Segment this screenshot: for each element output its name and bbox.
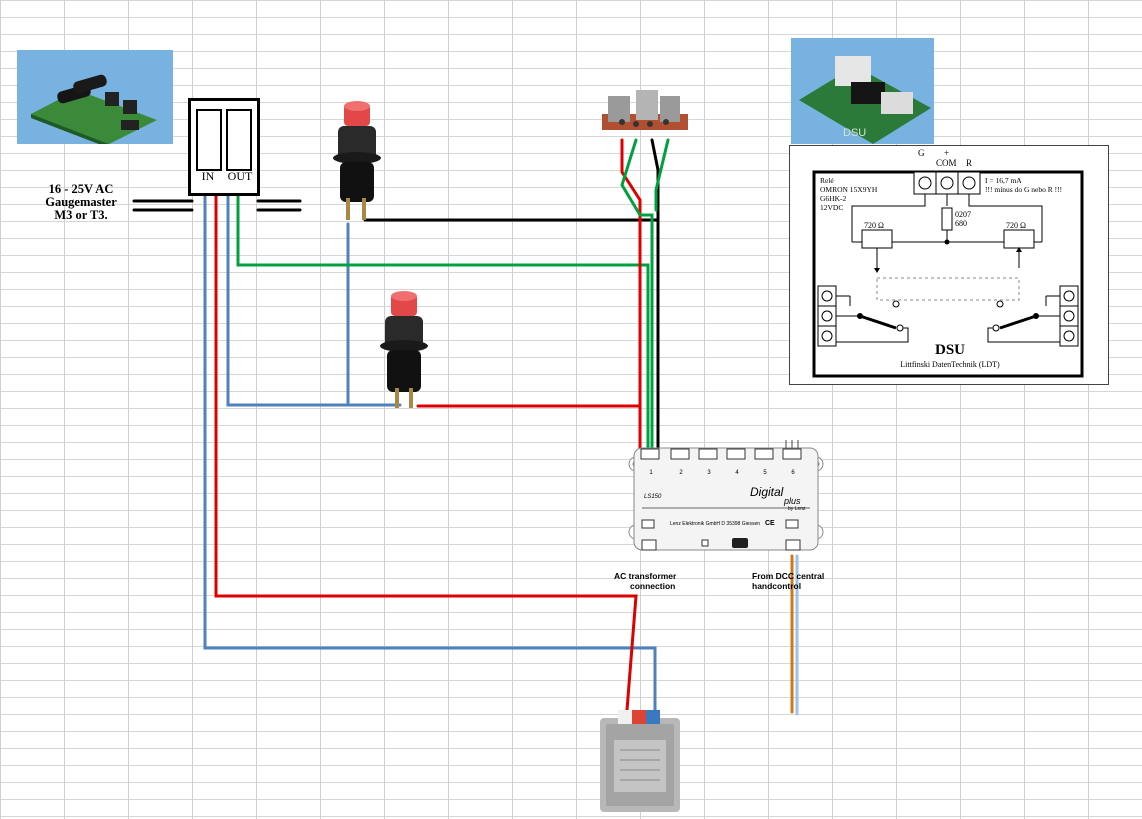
ac-transformer — [596, 706, 684, 814]
dsu-relay-line1: Relé — [820, 176, 834, 185]
dsu-schematic: G + COM R Relé OMRON 15X9YH G6HK-2 12VDC… — [789, 145, 1109, 385]
dsu-subtitle: Littfinski DatenTechnik (LDT) — [900, 360, 1000, 369]
ls150-output-3: 3 — [707, 470, 711, 476]
dsu-term-com: COM — [936, 158, 957, 168]
reverser-terminal-block: IN OUT — [188, 98, 260, 196]
ls150-housing — [628, 440, 824, 551]
dsu-schematic-drawing — [812, 170, 1084, 378]
ls150-brand: Digital — [750, 485, 784, 499]
supply-label-line3: M3 or T3. — [54, 208, 108, 222]
dsu-resistor-mid: 0207 680 — [955, 210, 971, 228]
motor-black-wire — [650, 138, 660, 222]
dsu-board-icon: DSU — [799, 56, 931, 144]
ls150-module: 1 2 3 4 5 6 LS150 Digital plus by Lenz Lenz E… — [628, 440, 824, 556]
ls150-model: LS150 — [644, 494, 662, 500]
terminal-slot-in — [196, 109, 222, 171]
supply-label-line1: 16 - 25V AC — [48, 182, 114, 196]
push-button-1 — [300, 58, 440, 228]
dsu-relay-line2: OMRON 15X9YH — [820, 185, 878, 194]
push-button-icon — [380, 291, 428, 408]
dsu-current-info: I = 16,7 mA !!! mínus do G nebo R !!! — [985, 176, 1062, 194]
dsu-relay-line3: G6HK-2 — [820, 194, 847, 203]
dsu-current-line1: I = 16,7 mA — [985, 176, 1022, 185]
dsu-title: DSU — [934, 342, 965, 358]
motor-green-wire — [620, 138, 654, 454]
ls150-maker: Lenz Elektronik GmbH D 35398 Giessen — [670, 521, 761, 527]
reverser-module-photo — [17, 50, 173, 144]
dcc-central-label-line2: handcontrol — [752, 581, 802, 591]
supply-label: 16 - 25V AC Gaugemaster M3 or T3. — [27, 183, 135, 222]
ls150-output-1: 1 — [649, 470, 653, 476]
blue-wire-transformer — [203, 194, 657, 727]
motor-green-wire-2 — [654, 138, 670, 212]
dsu-board-photo: DSU — [791, 38, 934, 144]
green-wire-ls150 — [236, 194, 650, 454]
dsu-relay-line4: 12VDC — [820, 203, 844, 212]
ac-transformer-label-line1: AC transformer — [614, 571, 677, 581]
turnout-motor-photo — [598, 82, 690, 144]
dsu-resistor-right: 720 Ω — [1006, 221, 1026, 230]
dsu-resistor-mid-line1: 0207 — [955, 210, 971, 219]
ac-transformer-label-line2: connection — [630, 581, 676, 591]
dsu-term-r: R — [966, 158, 973, 168]
dcc-central-label: From DCC central handcontrol — [752, 571, 824, 591]
blue-wire-button2 — [226, 194, 402, 407]
dsu-current-line2: !!! mínus do G nebo R !!! — [985, 185, 1063, 194]
dsu-resistor-mid-line2: 680 — [955, 219, 967, 228]
dsu-term-g: G — [918, 148, 925, 158]
dcc-central-label-line1: From DCC central — [752, 571, 825, 581]
ls150-brand-sub: by Lenz — [788, 506, 806, 512]
turnout-motor-icon — [602, 90, 688, 130]
supply-label-line2: Gaugemaster — [45, 195, 117, 209]
dsu-relay-info: Relé OMRON 15X9YH G6HK-2 12VDC — [820, 176, 877, 212]
ac-transformer-label: AC transformer connection — [614, 571, 676, 591]
terminal-out-label: OUT — [227, 169, 253, 183]
ls150-brand2: plus — [784, 496, 801, 506]
motor-red-wire — [620, 138, 642, 408]
terminal-slot-out — [226, 109, 252, 171]
ls150-ce: CE — [765, 520, 775, 527]
dsu-board-label: DSU — [843, 127, 866, 139]
circuit-board-icon — [31, 74, 157, 144]
ls150-output-2: 2 — [679, 470, 683, 476]
terminal-in-label: IN — [201, 169, 215, 183]
push-button-icon — [333, 101, 381, 220]
red-wire-transformer — [214, 194, 638, 712]
ls150-output-5: 5 — [763, 470, 767, 476]
transformer-icon — [600, 710, 680, 812]
push-button-2 — [355, 284, 475, 439]
dsu-resistor-left: 720 Ω — [864, 221, 884, 230]
ls150-output-4: 4 — [735, 470, 739, 476]
ls150-output-6: 6 — [791, 470, 795, 476]
dsu-term-plus: + — [944, 148, 950, 158]
